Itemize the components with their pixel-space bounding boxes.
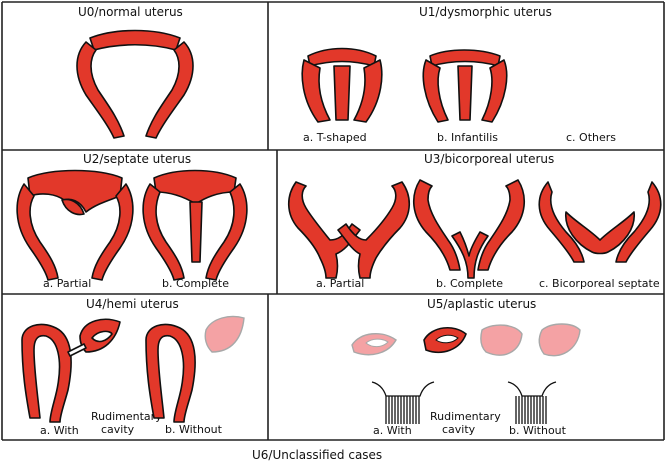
u4-title: U4/hemi uterus bbox=[86, 297, 179, 311]
u3-label-b: b. Complete bbox=[436, 277, 503, 290]
u2-complete-septate-drawing bbox=[142, 169, 248, 281]
u5-aplastic-drawing bbox=[351, 323, 581, 357]
u6-footer-title: U6/Unclassified cases bbox=[252, 448, 382, 462]
u3-title: U3/bicorporeal uterus bbox=[424, 152, 554, 166]
u5-title: U5/aplastic uterus bbox=[427, 297, 536, 311]
u5-vagina-with-hatching bbox=[371, 381, 435, 424]
u0-normal-uterus-drawing bbox=[76, 29, 194, 139]
u3-partial-bicorporeal-drawing bbox=[287, 181, 411, 279]
u5-note-line1: Rudimentary bbox=[430, 410, 501, 423]
u3-complete-bicorporeal-drawing bbox=[413, 179, 525, 279]
u5-label-a: a. With bbox=[373, 424, 412, 437]
u5-label-b: b. Without bbox=[509, 424, 567, 437]
u4-label-b: b. Without bbox=[165, 423, 223, 436]
u4-note-line2: cavity bbox=[101, 423, 135, 436]
u3-label-c: c. Bicorporeal septate bbox=[539, 277, 660, 290]
panel-grid bbox=[1, 1, 665, 441]
u1-label-a: a. T-shaped bbox=[303, 131, 367, 144]
u1-infantilis-drawing bbox=[422, 49, 508, 123]
u2-label-a: a. Partial bbox=[43, 277, 91, 290]
u4-aplastic-horn-shape bbox=[204, 315, 245, 353]
u4-note-line1: Rudimentary bbox=[91, 410, 162, 423]
u5-vagina-without-hatching bbox=[507, 381, 557, 424]
u2-label-b: b. Complete bbox=[162, 277, 229, 290]
u4-hemi-without-drawing bbox=[145, 323, 196, 423]
u5-note-line2: cavity bbox=[442, 423, 476, 436]
u1-title: U1/dysmorphic uterus bbox=[419, 5, 552, 19]
u2-title: U2/septate uterus bbox=[83, 152, 191, 166]
u2-partial-septate-drawing bbox=[16, 169, 134, 281]
u4-label-a: a. With bbox=[40, 424, 79, 437]
u1-label-c: c. Others bbox=[566, 131, 616, 144]
u3-bicorporeal-septate-drawing bbox=[538, 181, 662, 263]
u1-label-b: b. Infantilis bbox=[437, 131, 498, 144]
u1-t-shaped-drawing bbox=[301, 47, 383, 123]
u0-title: U0/normal uterus bbox=[78, 5, 183, 19]
u3-label-a: a. Partial bbox=[316, 277, 364, 290]
u4-hemi-with-drawing bbox=[21, 318, 121, 423]
